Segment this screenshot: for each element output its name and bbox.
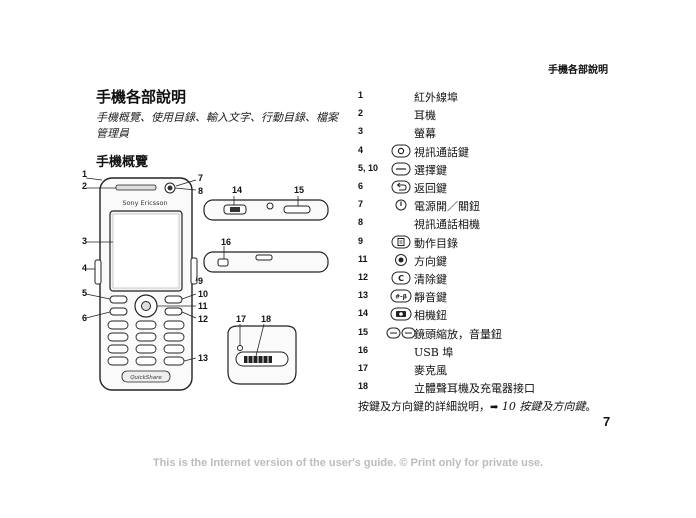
legend-item: 14 相機鈕 [358, 306, 648, 324]
brand-label: Sony Ericsson [122, 199, 167, 207]
legend-text: 清除鍵 [414, 273, 447, 286]
callout-14: 14 [232, 185, 243, 195]
legend-text: 動作目錄 [414, 237, 458, 250]
legend-number: 4 [358, 145, 364, 155]
legend-item: 16 USB 埠 [358, 343, 648, 361]
internet-version-disclaimer: This is the Internet version of the user… [152, 457, 544, 469]
phone-front-illustration: Sony Ericsson QuickShare [85, 177, 198, 391]
legend-text: 方向鍵 [414, 255, 447, 268]
callout-2: 2 [82, 181, 88, 191]
callout-3: 3 [82, 236, 88, 246]
callout-18: 18 [261, 314, 272, 324]
legend-number: 9 [358, 236, 364, 246]
silent-key-icon: #-β [390, 289, 412, 303]
legend-number: 5, 10 [358, 163, 379, 173]
phone-side-view-bottom [203, 246, 329, 273]
legend-number: 18 [358, 381, 369, 391]
legend-text: 麥克風 [414, 364, 447, 377]
legend-item: 8 視訊通話相機 [358, 215, 648, 233]
clear-key-icon: C [391, 271, 411, 285]
page-number: 7 [603, 414, 611, 429]
legend-number: 15 [358, 327, 369, 337]
callout-12: 12 [198, 314, 209, 324]
legend-text: 選擇鍵 [414, 164, 447, 177]
legend-item: 15 鏡頭縮放，音量鈕 [358, 325, 648, 343]
legend-item: 7 電源開／關鈕 [358, 197, 648, 215]
callout-16: 16 [221, 237, 232, 247]
legend-text: 立體聲耳機及充電器接口 [414, 382, 535, 395]
legend-number: 8 [358, 217, 364, 227]
footnote-text: 按鍵及方向鍵的詳細說明， [358, 400, 490, 413]
legend-item: 11 方向鍵 [358, 252, 648, 270]
legend-number: 12 [358, 272, 369, 282]
footnote-end: 。 [585, 400, 597, 413]
legend-item: 4 視訊通話鍵 [358, 143, 648, 161]
legend-text: 返回鍵 [414, 182, 447, 195]
camera-key-icon [390, 307, 412, 321]
legend-item: 5, 10 選擇鍵 [358, 161, 648, 179]
back-key-icon [391, 180, 411, 194]
legend-number: 11 [358, 254, 368, 264]
overview-title: 手機概覽 [96, 155, 149, 170]
video-call-key-icon [391, 144, 411, 158]
section-subtitle: 手機概覽、使用目錄、輸入文字、行動目錄、檔案管理員 [96, 111, 338, 140]
legend-item: 13 #-β 靜音鍵 [358, 288, 648, 306]
legend-item: 1 紅外線埠 [358, 88, 648, 106]
callout-10: 10 [198, 289, 209, 299]
zoom-volume-key-icon [386, 327, 416, 339]
legend-number: 3 [358, 126, 364, 136]
legend-number: 16 [358, 345, 369, 355]
footnote-reference-link[interactable]: 10 按鍵及方向鍵 [501, 400, 586, 413]
legend-text: 視訊通話鍵 [414, 146, 469, 159]
legend-item: 6 返回鍵 [358, 179, 648, 197]
activity-menu-key-icon [391, 235, 411, 249]
legend-number: 14 [358, 308, 369, 318]
callout-9: 9 [198, 276, 204, 286]
legend-text: 電源開／關鈕 [414, 200, 480, 213]
callout-8: 8 [198, 186, 204, 196]
legend-number: 7 [358, 199, 364, 209]
callout-13: 13 [198, 353, 209, 363]
quickshare-label: QuickShare [130, 375, 162, 381]
legend-item: 9 動作目錄 [358, 234, 648, 252]
svg-text:#-β: #-β [395, 294, 408, 301]
callout-7: 7 [198, 173, 204, 183]
arrow-right-icon: ➡ [490, 402, 499, 413]
legend-text: 耳機 [414, 109, 436, 122]
phone-side-view-top [203, 196, 329, 221]
legend-item: 3 螢幕 [358, 124, 648, 142]
callout-17: 17 [236, 314, 247, 324]
section-title: 手機各部說明 [96, 88, 187, 106]
callout-1: 1 [82, 169, 88, 179]
navigation-key-icon [395, 254, 407, 266]
running-header-title: 手機各部說明 [548, 65, 608, 76]
legend-number: 6 [358, 181, 364, 191]
legend-number: 13 [358, 290, 369, 300]
legend-text: 紅外線埠 [414, 91, 458, 104]
selection-key-icon [391, 162, 411, 176]
legend-number: 17 [358, 363, 369, 373]
power-key-icon [395, 199, 407, 211]
legend-text: 鏡頭縮放，音量鈕 [414, 328, 502, 341]
phone-bottom-connector-view [227, 323, 297, 385]
legend-text: USB 埠 [414, 346, 454, 359]
callout-5: 5 [82, 288, 88, 298]
legend-number: 1 [358, 90, 364, 100]
legend-item: 2 耳機 [358, 106, 648, 124]
callout-11: 11 [198, 301, 208, 311]
legend-text: 螢幕 [414, 127, 436, 140]
legend-number: 2 [358, 108, 364, 118]
svg-text:C: C [398, 274, 404, 283]
callout-15: 15 [294, 185, 305, 195]
legend-text: 視訊通話相機 [414, 218, 480, 231]
legend-item: 17 麥克風 [358, 361, 648, 379]
keys-footnote: 按鍵及方向鍵的詳細說明，➡ 10 按鍵及方向鍵。 [358, 398, 596, 414]
legend-item: 12 C 清除鍵 [358, 270, 648, 288]
legend-text: 靜音鍵 [414, 291, 447, 304]
callout-6: 6 [82, 313, 88, 323]
legend-item: 18 立體聲耳機及充電器接口 [358, 379, 648, 397]
callout-4: 4 [82, 263, 88, 273]
legend-text: 相機鈕 [414, 309, 447, 322]
